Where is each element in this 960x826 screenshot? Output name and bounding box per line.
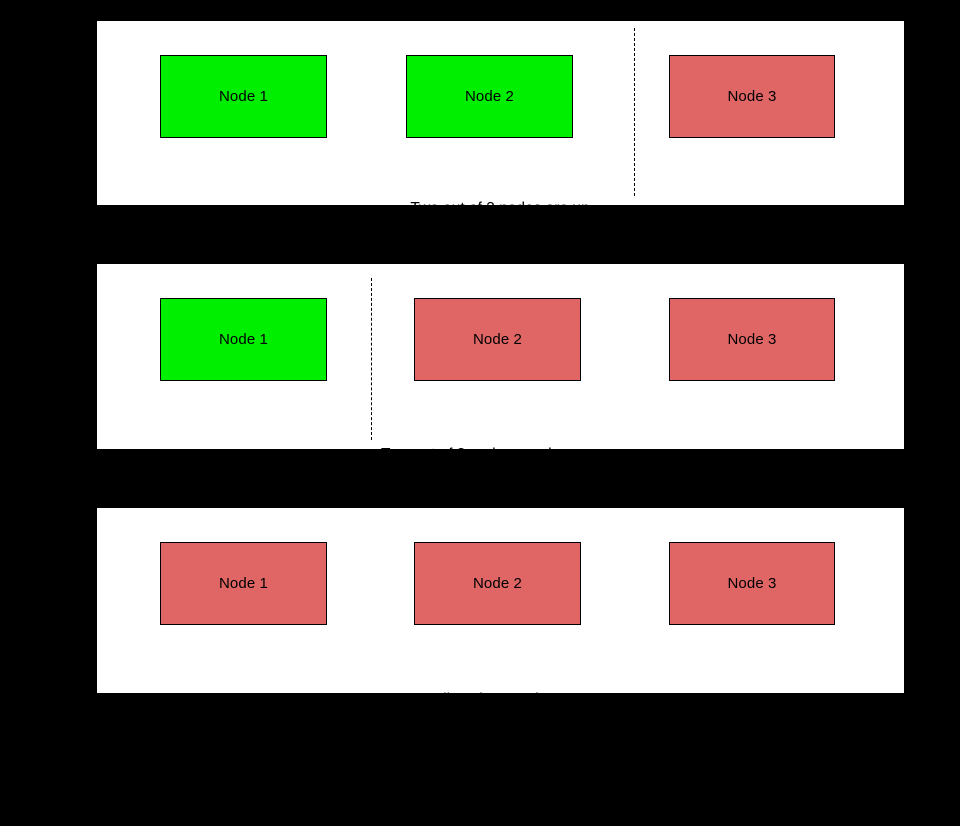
quorum-divider-2 <box>371 278 372 440</box>
node-label: Node 3 <box>727 88 777 105</box>
diagram-canvas: Node 1 Node 2 Node 3 Two out of 3 nodes … <box>97 21 904 777</box>
scenario-panel-1: Node 1 Node 2 Node 3 Two out of 3 nodes … <box>97 21 904 286</box>
caption-line-2: Majority Fails & Cluster Stops <box>398 760 602 777</box>
node-box-3-2[interactable]: Node 2 <box>414 542 581 625</box>
node-label: Node 2 <box>473 575 522 592</box>
node-label: Node 1 <box>219 88 268 105</box>
node-box-2-2[interactable]: Node 2 <box>414 298 581 381</box>
quorum-divider-1 <box>634 28 635 196</box>
caption-line-1: Two out of 3 nodes are down <box>381 446 581 463</box>
node-box-1-2[interactable]: Node 2 <box>406 55 573 138</box>
node-label: Node 1 <box>219 575 268 592</box>
scenario-panel-3: Node 1 Node 2 Node 3 All Nodes are down … <box>97 508 904 777</box>
node-box-1-1[interactable]: Node 1 <box>160 55 327 138</box>
node-box-2-1[interactable]: Node 1 <box>160 298 327 381</box>
node-label: Node 3 <box>727 575 777 592</box>
node-box-2-3[interactable]: Node 3 <box>669 298 835 381</box>
node-box-1-3[interactable]: Node 3 <box>669 55 835 138</box>
node-box-3-3[interactable]: Node 3 <box>669 542 835 625</box>
node-label: Node 2 <box>473 331 522 348</box>
node-box-3-1[interactable]: Node 1 <box>160 542 327 625</box>
panel-3-caption: All Nodes are down Majority Fails & Clus… <box>290 642 710 826</box>
node-label: Node 2 <box>465 88 514 105</box>
node-label: Node 1 <box>219 331 268 348</box>
caption-line-1: All Nodes are down <box>432 691 568 708</box>
caption-line-1: Two out of 3 nodes are up <box>410 200 590 217</box>
node-label: Node 3 <box>727 331 777 348</box>
scenario-panel-2: Node 1 Node 2 Node 3 Two out of 3 nodes … <box>97 264 904 532</box>
